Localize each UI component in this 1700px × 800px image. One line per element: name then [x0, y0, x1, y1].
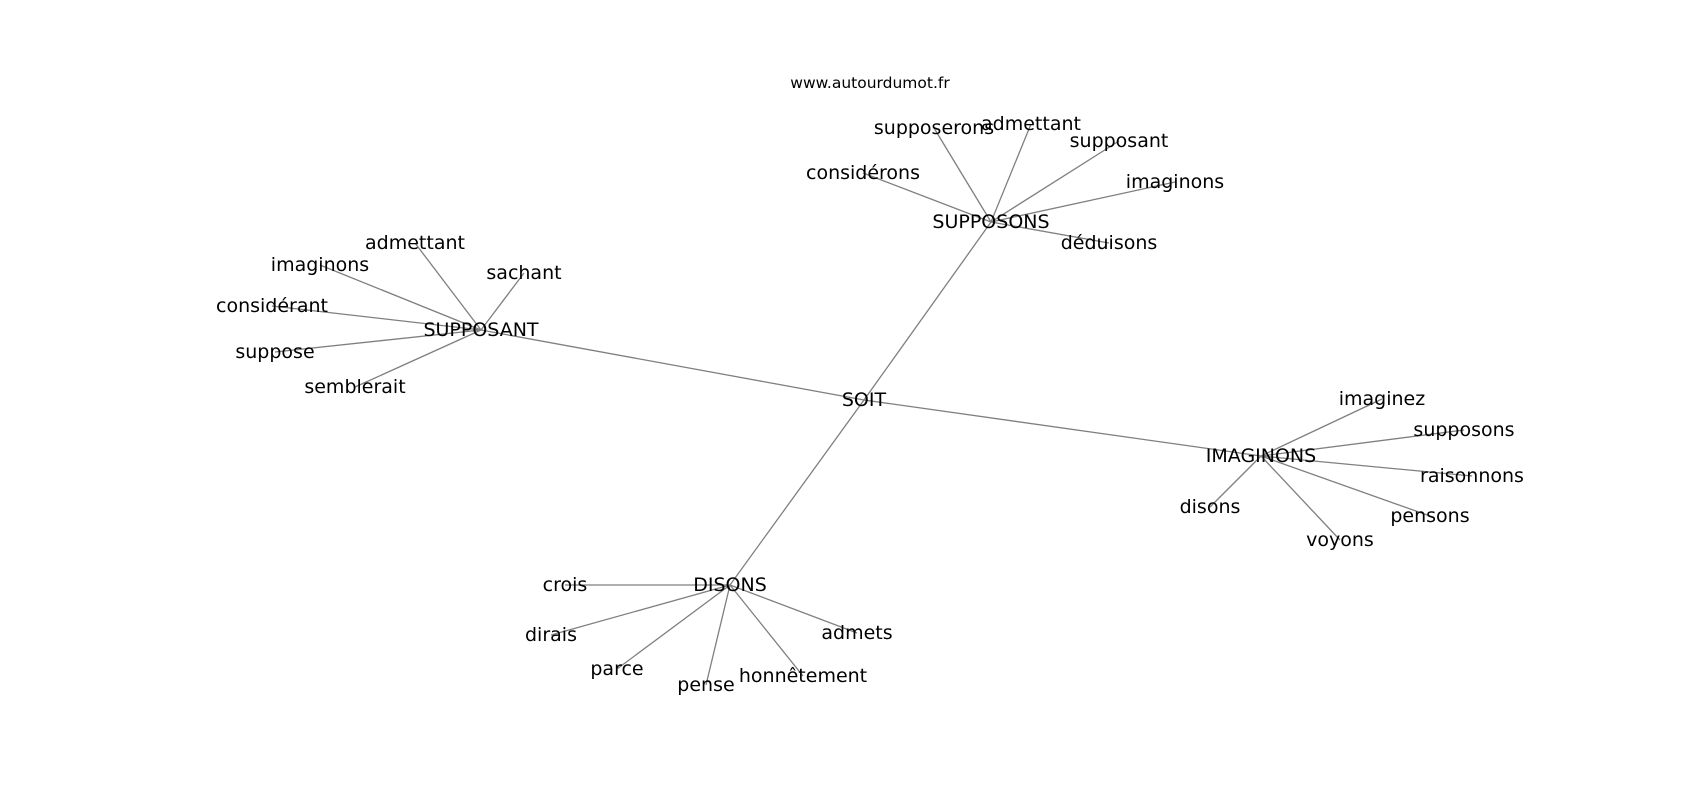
source-watermark: www.autourdumot.fr: [790, 74, 950, 92]
node-word-imaginez: imaginez: [1339, 388, 1426, 410]
edge-supposons-considerons: [862, 172, 992, 223]
edge-disons-dirais: [550, 584, 731, 636]
node-word-supposant: supposant: [1070, 130, 1169, 152]
edge-imaginons-imaginez: [1260, 398, 1383, 457]
edge-disons-honnetement: [729, 584, 804, 677]
node-word-semblerait: semblerait: [304, 376, 405, 398]
node-word-admets: admets: [821, 622, 892, 644]
node-word-raisonnons: raisonnons: [1420, 465, 1524, 487]
node-word-dirais: dirais: [525, 624, 577, 646]
graph-edges: [271, 123, 1473, 686]
edge-supposant-suppose: [274, 329, 482, 353]
node-word-considerons: considérons: [806, 162, 920, 184]
node-word-admettant: admettant: [365, 232, 465, 254]
edge-disons-parce: [616, 584, 731, 670]
edge-imaginons-voyons: [1260, 455, 1341, 541]
edge-supposons-supposerons: [933, 127, 992, 223]
node-word-suppose: suppose: [235, 341, 314, 363]
edge-soit-supposons: [863, 221, 992, 401]
edge-imaginons-raisonnons: [1260, 455, 1473, 477]
node-center-soit: SOIT: [842, 389, 887, 411]
edge-disons-admets: [729, 584, 858, 634]
edge-supposant-semblerait: [354, 329, 482, 388]
node-word-crois: crois: [543, 574, 588, 596]
node-word-considerant: considérant: [216, 295, 328, 317]
edge-imaginons-supposons: [1260, 429, 1465, 457]
edge-supposant-sachant: [480, 272, 525, 331]
node-word-voyons: voyons: [1306, 529, 1374, 551]
edge-supposons-supposant: [990, 140, 1120, 223]
edge-supposons-admettant: [990, 123, 1032, 223]
edge-supposant-admettant: [414, 242, 482, 331]
node-word-imaginons: imaginons: [1126, 171, 1224, 193]
node-hub-supposant: SUPPOSANT: [423, 319, 538, 341]
node-word-supposerons: supposerons: [874, 117, 994, 139]
node-word-disons: disons: [1180, 496, 1241, 518]
edge-soit-disons: [729, 399, 865, 586]
edge-soit-imaginons: [863, 399, 1262, 457]
node-hub-disons: DISONS: [693, 574, 767, 596]
node-hub-supposons: SUPPOSONS: [932, 211, 1049, 233]
node-word-honnetement: honnêtement: [739, 665, 867, 687]
node-word-sachant: sachant: [486, 262, 561, 284]
node-hub-imaginons: IMAGINONS: [1206, 445, 1316, 467]
edge-disons-pense: [705, 584, 731, 686]
node-word-pensons: pensons: [1390, 505, 1469, 527]
node-word-deduisons: déduisons: [1061, 232, 1158, 254]
node-word-pense: pense: [677, 674, 734, 696]
edge-imaginons-pensons: [1260, 455, 1431, 517]
node-word-supposons: supposons: [1413, 419, 1514, 441]
edge-supposons-imaginons: [990, 181, 1176, 223]
graph-labels: www.autourdumot.fr SOITSUPPOSONSsupposer…: [216, 74, 1524, 696]
edge-soit-supposant: [480, 329, 865, 401]
node-word-imaginons: imaginons: [271, 254, 369, 276]
edge-supposant-considerant: [271, 305, 482, 331]
edge-supposons-deduisons: [990, 221, 1110, 244]
edge-supposant-imaginons: [319, 264, 482, 331]
edge-imaginons-disons: [1209, 455, 1262, 508]
node-word-parce: parce: [590, 658, 643, 680]
node-word-admettant: admettant: [981, 113, 1081, 135]
